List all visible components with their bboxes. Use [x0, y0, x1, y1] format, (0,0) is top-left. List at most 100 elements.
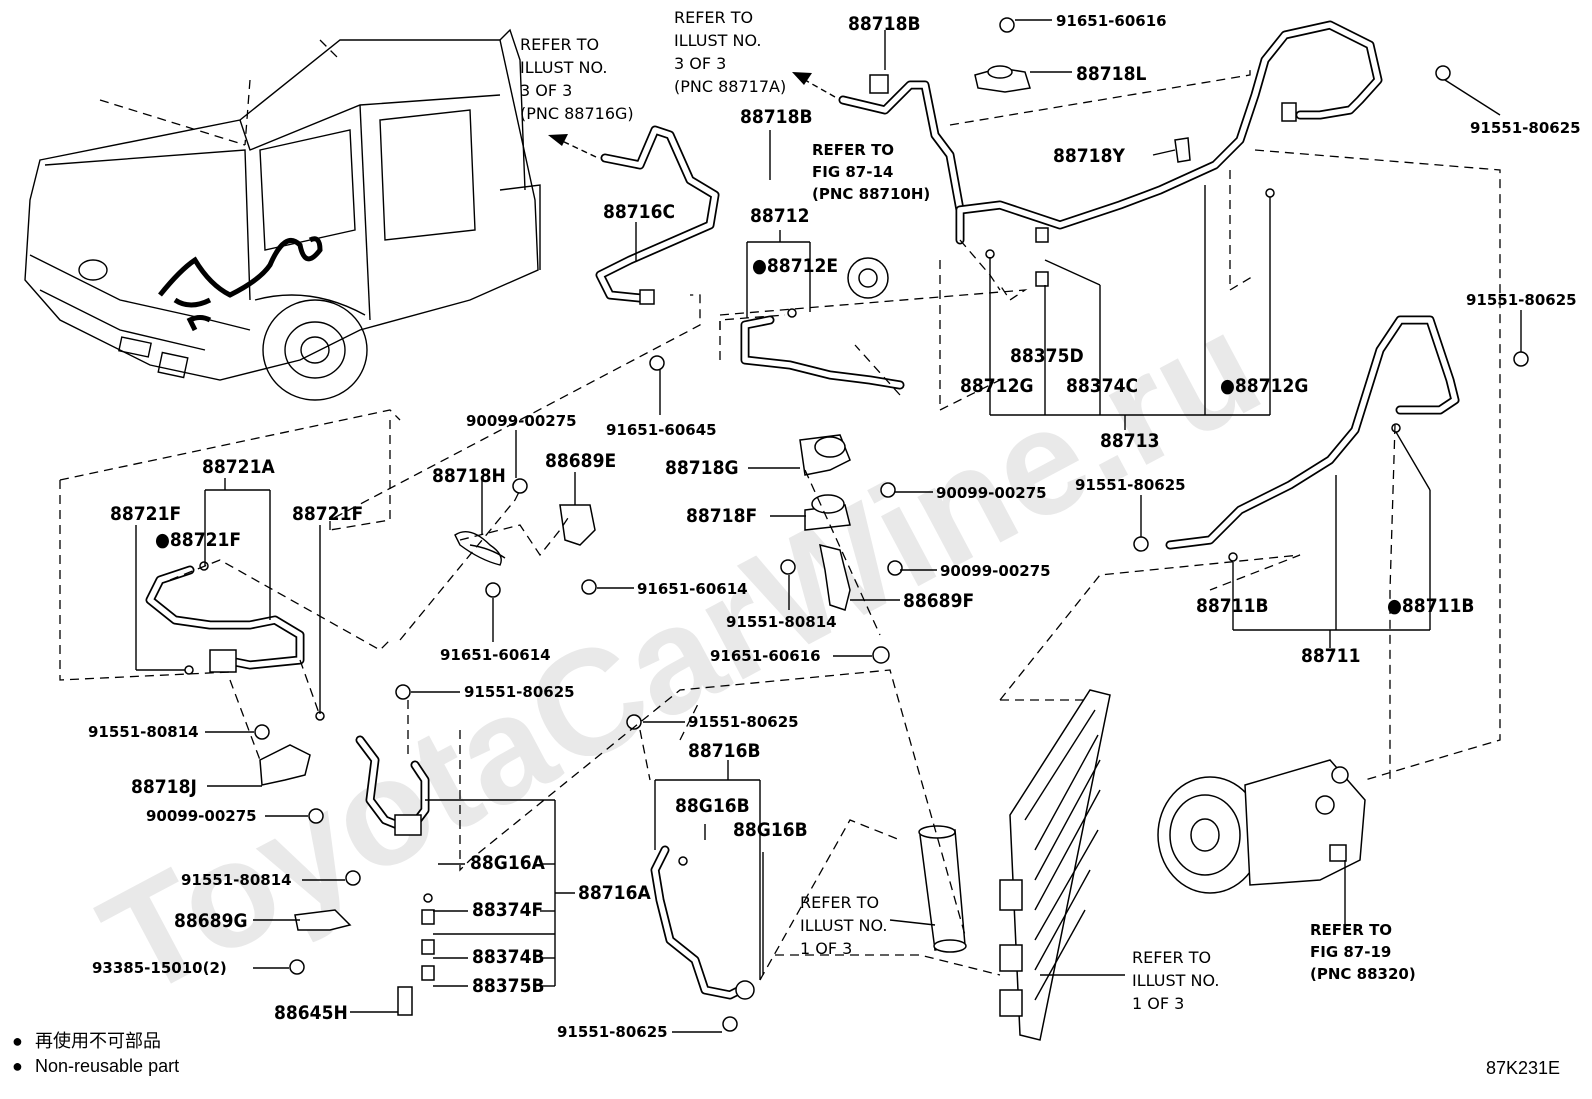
svg-text:ILLUST NO.: ILLUST NO.: [800, 916, 887, 935]
refer-note-5: REFER TO ILLUST NO. 1 OF 3: [1132, 948, 1219, 1013]
refer-note-4: REFER TO ILLUST NO. 1 OF 3: [800, 893, 887, 958]
label-88712G: 88712G: [960, 375, 1034, 397]
svg-text:ILLUST NO.: ILLUST NO.: [1132, 971, 1219, 990]
label-88374B: 88374B: [472, 946, 545, 968]
label-90099-00275-a: 90099-00275: [466, 412, 577, 430]
arrow-icon: [548, 72, 836, 158]
label-88375D: 88375D: [1010, 345, 1084, 367]
svg-text:3 OF 3: 3 OF 3: [520, 81, 572, 100]
label-88G16A: 88G16A: [470, 852, 546, 874]
label-88721F-l: 88721F: [110, 503, 181, 525]
svg-text:REFER TO: REFER TO: [1310, 921, 1392, 939]
svg-text:REFER TO: REFER TO: [800, 893, 879, 912]
svg-text:3 OF 3: 3 OF 3: [674, 54, 726, 73]
label-88716B: 88716B: [688, 740, 761, 762]
clamp-88718Y: [1174, 137, 1191, 163]
svg-text:ILLUST NO.: ILLUST NO.: [674, 31, 761, 50]
pipe-88718B-line: [838, 74, 965, 215]
label-88718G: 88718G: [665, 457, 739, 479]
label-88716A: 88716A: [578, 882, 651, 904]
legend-symbol-jp: ●: [12, 1031, 23, 1051]
label-91551-80814-a: 91551-80814: [726, 613, 837, 631]
label-91551-80625-c: 91551-80625: [464, 683, 575, 701]
label-88375B: 88375B: [472, 975, 545, 997]
compressor: [1157, 759, 1366, 894]
label-91651-60614-a: 91651-60614: [637, 580, 748, 598]
svg-text:(PNC 88320): (PNC 88320): [1310, 965, 1416, 983]
legend-text-jp: 再使用不可部品: [35, 1031, 161, 1051]
label-88689E: 88689E: [545, 450, 616, 472]
clamp-88718L: [974, 65, 1031, 93]
label-88374F: 88374F: [472, 899, 543, 921]
label-88718L: 88718L: [1076, 63, 1146, 85]
leader-lines: [135, 19, 1522, 1033]
hose-88713: [955, 20, 1383, 245]
label-88374C: 88374C: [1066, 375, 1138, 397]
label-91651-60614-b: 91651-60614: [440, 646, 551, 664]
label-88721F-nr: ●88721F: [155, 529, 241, 551]
pipe-88716A: [355, 735, 430, 836]
label-90099-00275-b: 90099-00275: [936, 484, 1047, 502]
svg-text:FIG 87-14: FIG 87-14: [812, 163, 893, 181]
bracket-88718F: [804, 494, 851, 531]
truck-illustration: [24, 28, 541, 401]
label-88G16B-r: 88G16B: [733, 819, 808, 841]
label-88718H: 88718H: [432, 465, 506, 487]
dashed-lines: [59, 65, 1501, 981]
label-93385-15010: 93385-15010(2): [92, 959, 227, 977]
bracket-88718J: [259, 744, 311, 786]
part-labels: 88718B 91651-60616 88718L 91551-80625 88…: [88, 12, 1581, 1041]
bracket-88689F: [819, 543, 851, 611]
bracket-88689G: [294, 909, 352, 931]
bolt-icon: [184, 17, 1529, 1032]
svg-text:ILLUST NO.: ILLUST NO.: [520, 58, 607, 77]
label-91551-80814-c: 91551-80814: [181, 871, 292, 889]
label-88689G: 88689G: [174, 910, 248, 932]
svg-text:1 OF 3: 1 OF 3: [800, 939, 852, 958]
label-88718J: 88718J: [131, 776, 197, 798]
label-88718B-top: 88718B: [848, 13, 921, 35]
label-88689F: 88689F: [903, 590, 974, 612]
condenser: [999, 689, 1111, 1041]
label-91551-80625-m: 91551-80625: [1075, 476, 1186, 494]
refer-note-1: REFER TO ILLUST NO. 3 OF 3 (PNC 88716G): [520, 35, 634, 123]
refer-note-6: REFER TO FIG 87-19 (PNC 88320): [1310, 921, 1416, 983]
label-90099-00275-c: 90099-00275: [940, 562, 1051, 580]
label-90099-00275-d: 90099-00275: [146, 807, 257, 825]
legend-text-en: Non-reusable part: [35, 1056, 179, 1076]
label-88712E: ●88712E: [752, 255, 838, 277]
svg-text:1 OF 3: 1 OF 3: [1132, 994, 1184, 1013]
label-88718Y: 88718Y: [1053, 145, 1125, 167]
label-88718B-mid: 88718B: [740, 106, 813, 128]
bracket-88718G: [799, 434, 851, 476]
label-88718F: 88718F: [686, 505, 757, 527]
bracket-88689E: [559, 504, 596, 546]
label-91651-60645: 91651-60645: [606, 421, 717, 439]
svg-text:FIG 87-19: FIG 87-19: [1310, 943, 1391, 961]
label-91651-60616-b: 91651-60616: [710, 647, 821, 665]
hose-88711: [1165, 315, 1460, 550]
label-91551-80625-d: 91551-80625: [688, 713, 799, 731]
label-91551-80625: 91551-80625: [1470, 119, 1581, 137]
svg-text:REFER TO: REFER TO: [674, 8, 753, 27]
receiver-dryer: [918, 825, 967, 953]
pipe-88716C: [595, 125, 720, 305]
label-88713: 88713: [1100, 430, 1159, 452]
diagram-code: 87K231E: [1486, 1058, 1560, 1078]
label-91551-80625-e: 91551-80625: [557, 1023, 668, 1041]
label-88716C: 88716C: [603, 201, 675, 223]
label-91551-80814-b: 91551-80814: [88, 723, 199, 741]
label-91651-60616: 91651-60616: [1056, 12, 1167, 30]
label-88711B: 88711B: [1196, 595, 1269, 617]
label-88721F-r: 88721F: [292, 503, 363, 525]
svg-text:REFER TO: REFER TO: [1132, 948, 1211, 967]
label-88721A: 88721A: [202, 456, 275, 478]
label-91551-80625-r: 91551-80625: [1466, 291, 1577, 309]
svg-text:REFER TO: REFER TO: [520, 35, 599, 54]
legend: ● 再使用不可部品 ● Non-reusable part: [12, 1031, 179, 1076]
hose-88721A: [145, 565, 305, 673]
label-88712: 88712: [750, 205, 809, 227]
label-88711B-nr: ●88711B: [1387, 595, 1474, 617]
label-88711: 88711: [1301, 645, 1360, 667]
